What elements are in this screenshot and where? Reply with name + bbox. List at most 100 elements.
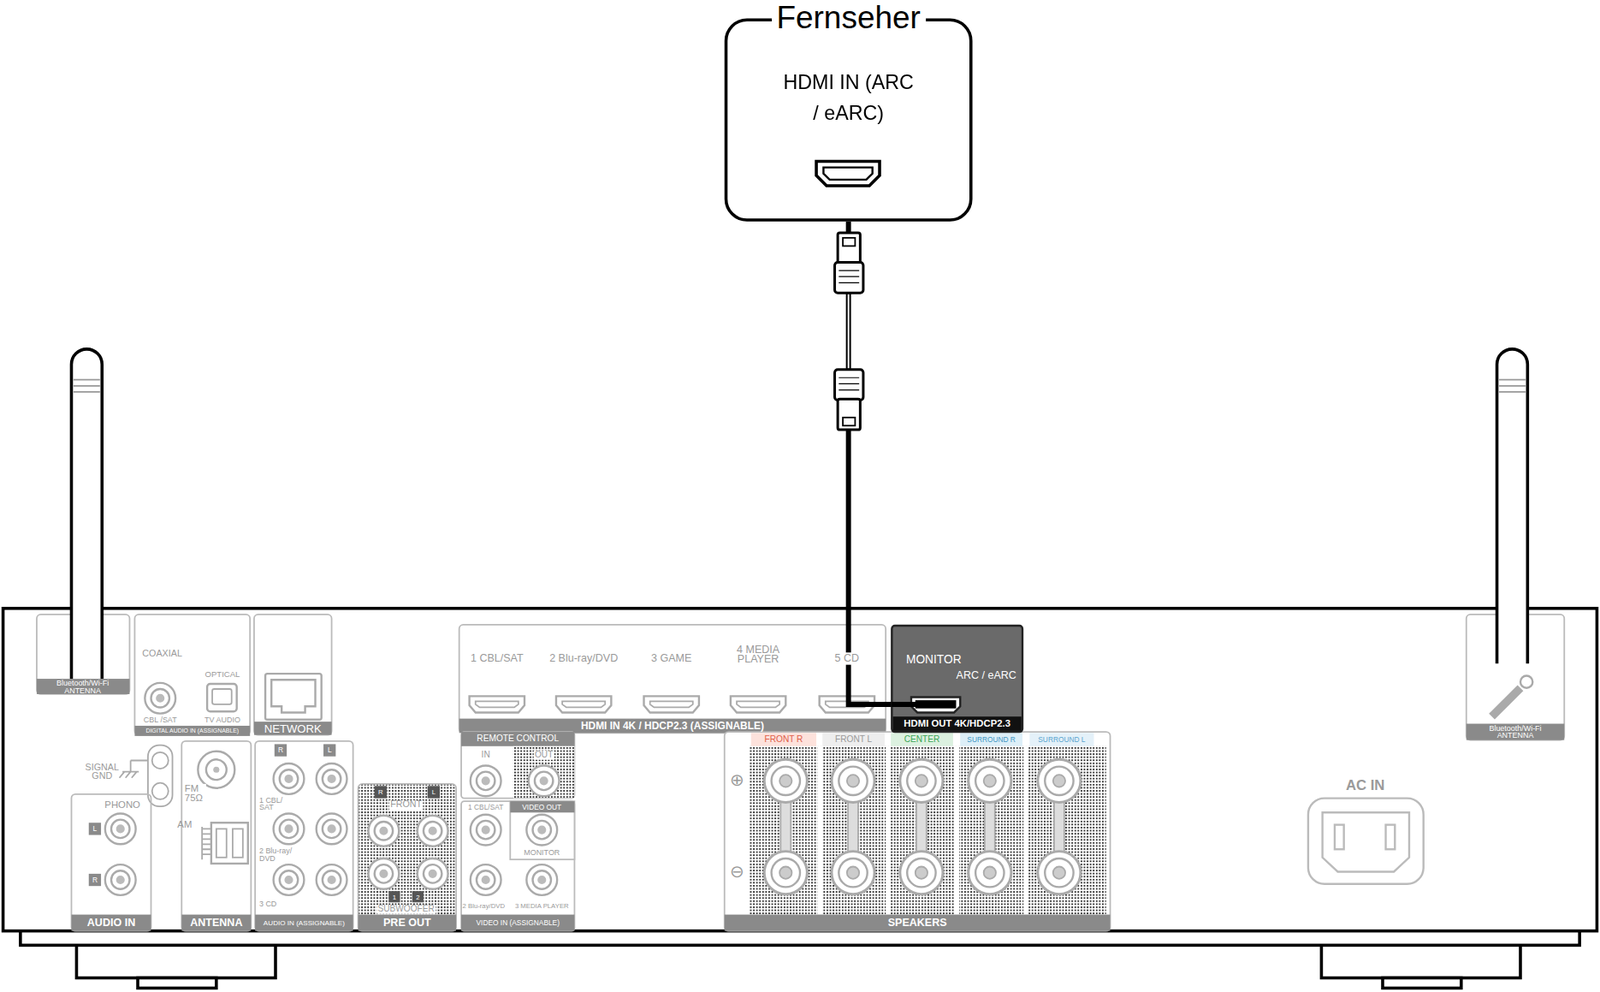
panel-label: L: [432, 788, 436, 796]
audio-in-panel: [254, 914, 353, 931]
panel-label: MONITOR: [522, 848, 561, 858]
remote-control-panel: [528, 764, 560, 796]
phono-input: [71, 794, 151, 931]
digital-audio-in: [207, 683, 238, 712]
receiver-body: [3, 608, 1598, 946]
panel-label: SURROUND L: [1037, 734, 1085, 743]
speaker-terminals: [748, 746, 1106, 915]
speaker-terminals: [916, 795, 927, 858]
speaker-terminals: [984, 795, 996, 858]
hdmi-in-panel: [556, 695, 611, 712]
panel-label: SIGNAL GND: [79, 763, 125, 780]
network-port: [265, 673, 322, 720]
pre-out-panel: [427, 785, 440, 798]
speaker-terminals: [1054, 795, 1065, 858]
speaker-terminals: [751, 732, 817, 747]
remote-control-panel: [461, 731, 575, 799]
panel-label: 1 CBL/SAT: [468, 803, 504, 812]
hdmi-port: [915, 699, 957, 709]
antenna-base: [36, 614, 1565, 741]
band-label: VIDEO IN (ASSIGNABLE): [476, 918, 560, 927]
hdmi-plug: [835, 261, 864, 293]
panel-label: R: [278, 746, 284, 754]
panel-label: CBL /SAT: [143, 716, 178, 725]
remote-control-panel: [461, 731, 575, 799]
panel-label: COAXIAL: [142, 649, 183, 660]
port-label: HDMI IN (ARC / eARC): [727, 66, 970, 129]
band-label: HDMI IN 4K / HDCP2.3 (ASSIGNABLE): [580, 719, 765, 731]
video-in-panel: [461, 914, 575, 931]
phono-input: [105, 813, 137, 845]
video-in-panel: [470, 864, 502, 895]
antenna: [1499, 379, 1526, 392]
speaker-terminals: [968, 758, 1012, 802]
tv-hdmi-port: [823, 167, 872, 180]
audio-in-panel: [273, 763, 305, 795]
antenna: [71, 349, 1533, 717]
band-label: Bluetooth/Wi-Fi ANTENNA: [37, 679, 128, 694]
hdmi-plug: [837, 398, 860, 430]
antenna: [1520, 675, 1533, 688]
band-label: REMOTE CONTROL: [476, 734, 559, 744]
panel-label: ⊕: [729, 770, 745, 790]
panel-label: AC IN: [1345, 777, 1385, 794]
audio-in-panel: [323, 743, 336, 756]
antenna-input: [197, 751, 235, 789]
speaker-terminals: [764, 758, 807, 802]
speaker-terminals: [968, 851, 1012, 895]
ac-inlet: [1334, 824, 1345, 850]
band-label: AUDIO IN: [87, 916, 136, 929]
panel-label: PHONO: [104, 800, 141, 811]
network-port: [254, 721, 332, 735]
panel-label: 3 MEDIA PLAYER: [515, 901, 569, 910]
network-port: [271, 679, 315, 712]
speaker-terminals: [831, 758, 875, 802]
speaker-terminals: [900, 758, 943, 802]
speaker-terminals: [885, 746, 891, 915]
digital-audio-in: [134, 614, 250, 736]
band-label: Bluetooth/Wi-Fi ANTENNA: [1470, 724, 1561, 740]
digital-audio-in: [134, 614, 250, 735]
panel-label: 1: [392, 892, 397, 901]
ac-inlet: [1322, 811, 1410, 872]
band-label: NETWORK: [264, 722, 322, 735]
pre-out-panel: [358, 783, 457, 931]
receiver-feet: [1382, 977, 1462, 989]
antenna-base: [1466, 723, 1565, 741]
port-label: ARC / eARC: [956, 669, 1017, 682]
speaker-terminals: [1029, 732, 1094, 747]
pre-out-panel: [388, 890, 400, 902]
hdmi-in-panel: [459, 718, 887, 734]
panel-label: FRONT: [389, 800, 423, 811]
speaker-terminals: [724, 731, 1111, 931]
antenna-input: [181, 740, 251, 931]
antenna-input: [206, 758, 227, 780]
video-in-panel: [461, 800, 575, 931]
speaker-terminals: [1037, 758, 1081, 802]
panel-label: SUBWOOFER: [376, 903, 436, 913]
signal-ground: [119, 759, 149, 777]
panel-label: FRONT R: [764, 734, 803, 744]
hdmi-in-panel: [469, 695, 525, 712]
antenna: [73, 379, 101, 392]
speaker-terminals: [724, 914, 1111, 931]
antenna-input: [181, 740, 251, 931]
phono-input: [71, 794, 151, 931]
audio-in-panel: [273, 864, 305, 895]
hdmi-in-panel: [730, 695, 786, 712]
panel-label: OUT: [533, 750, 555, 760]
band-label: HDMI OUT 4K/HDCP2.3: [893, 716, 1022, 731]
hdmi-port: [890, 701, 918, 707]
audio-in-panel: [273, 813, 305, 845]
ac-inlet: [1308, 798, 1424, 884]
band-label: DIGITAL AUDIO IN (ASSIGNABLE): [145, 727, 239, 735]
digital-audio-in: [144, 682, 176, 714]
panel-label: 2 Blu-ray/DVD: [462, 901, 506, 910]
panel-label: TV AUDIO: [204, 716, 241, 725]
panel-label: R: [378, 788, 384, 796]
panel-label: 2 Blu-ray/DVD: [549, 651, 618, 664]
tv-hdmi-port: [816, 160, 880, 186]
signal-ground: [152, 782, 169, 800]
